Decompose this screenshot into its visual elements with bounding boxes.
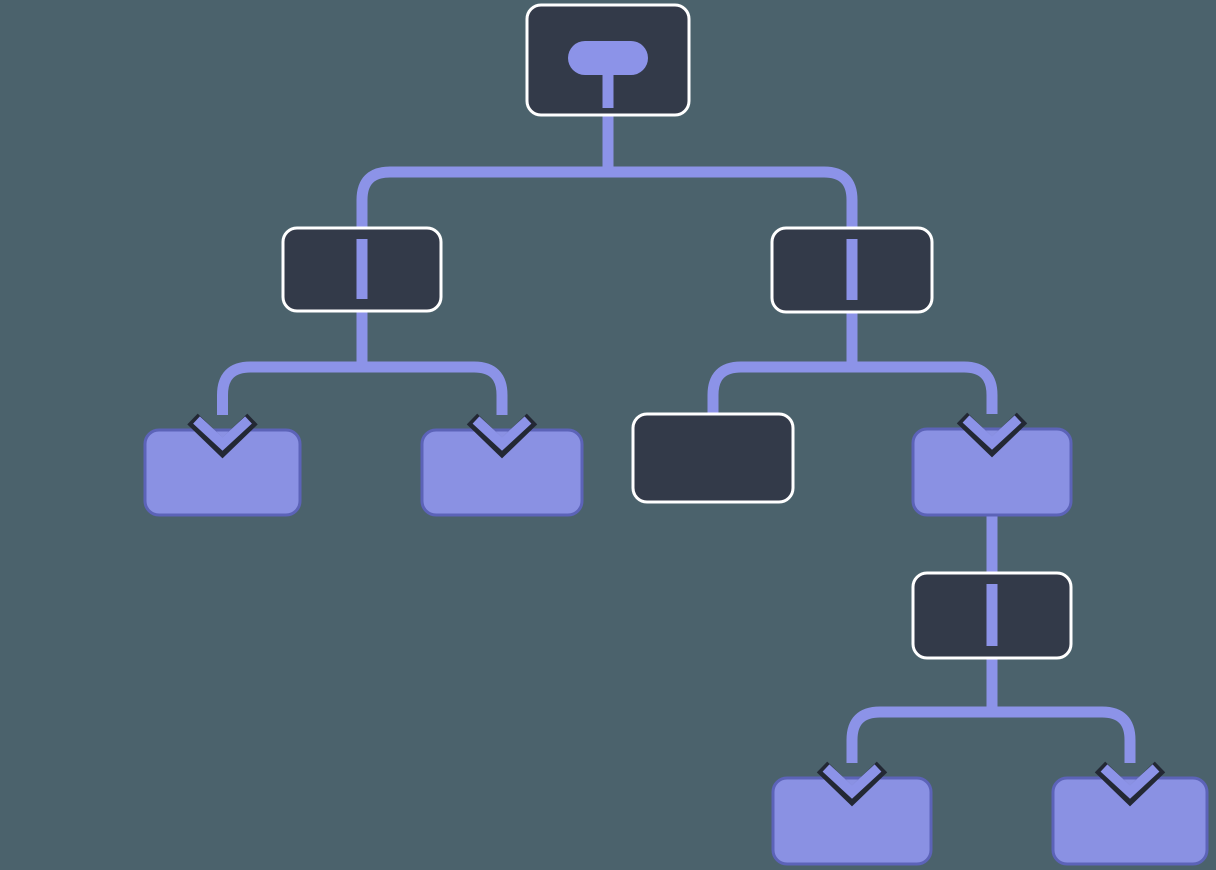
- root-pill-glyph: [568, 41, 648, 75]
- leaf-node-1: [143, 428, 302, 517]
- branch-lower-node: [911, 571, 1073, 660]
- connector-branch: [217, 361, 508, 415]
- divider-line-glyph: [986, 584, 998, 646]
- chevron-arrow-icon: [1100, 764, 1160, 799]
- chevron-arrow-icon: [472, 416, 532, 451]
- chevron-arrow-icon: [822, 764, 882, 799]
- chevron-arrow-icon: [962, 415, 1022, 450]
- leaf-node-2: [420, 428, 584, 517]
- connectors: [217, 113, 1136, 763]
- connector-branch: [356, 166, 858, 234]
- divider-line-glyph: [846, 239, 858, 300]
- leaf-node-3: [911, 427, 1073, 517]
- leaf-node-3-box: [911, 427, 1073, 517]
- leaf-node-2-box: [420, 428, 584, 517]
- plain-dark-node: [631, 412, 795, 504]
- chevron-arrow-icon: [193, 416, 252, 451]
- plain-dark-node-box: [631, 412, 795, 504]
- leaf-node-5: [1051, 776, 1209, 866]
- root-pill-stem: [602, 71, 614, 108]
- leaf-node-4: [771, 776, 933, 866]
- connector-branch: [707, 361, 998, 420]
- branch-right-node: [770, 226, 934, 314]
- nodes: [143, 3, 1209, 866]
- branch-left-node: [281, 226, 443, 313]
- leaf-node-1-box: [143, 428, 302, 517]
- arrow-markers: [187, 412, 1166, 807]
- root-node: [525, 3, 691, 117]
- leaf-node-5-box: [1051, 776, 1209, 866]
- divider-line-glyph: [356, 239, 368, 299]
- leaf-node-4-box: [771, 776, 933, 866]
- connector-branch: [846, 706, 1136, 763]
